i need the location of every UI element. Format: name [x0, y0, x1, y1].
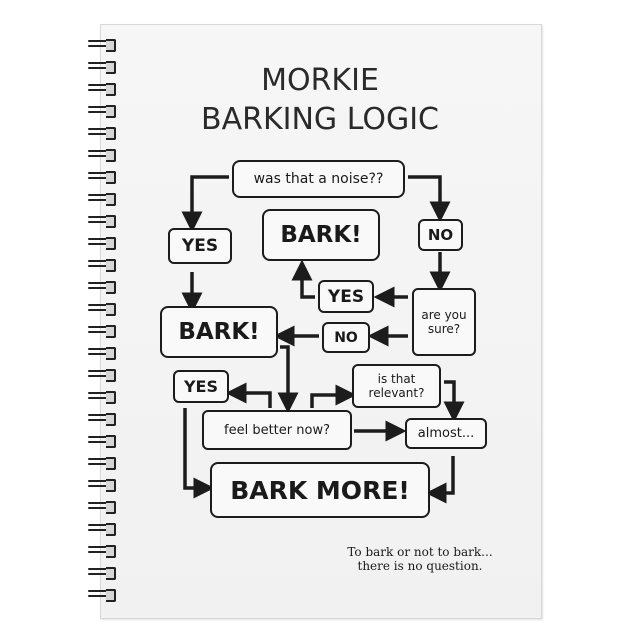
yes-top-box: YES: [168, 228, 232, 264]
coil-icon: [88, 82, 118, 96]
almost-box: almost...: [405, 418, 487, 449]
coil-icon: [88, 126, 118, 140]
coil-icon: [88, 148, 118, 162]
feel-better-box: feel better now?: [202, 410, 352, 450]
coil-icon: [88, 258, 118, 272]
coil-icon: [88, 236, 118, 250]
coil-icon: [88, 104, 118, 118]
coil-icon: [88, 478, 118, 492]
title-line-1: MORKIE: [261, 63, 379, 98]
no-sure-box: NO: [322, 322, 370, 353]
coil-icon: [88, 522, 118, 536]
yes-bottom-box: YES: [173, 370, 229, 403]
coil-icon: [88, 192, 118, 206]
footer-line-1: To bark or not to bark...: [347, 545, 493, 559]
coil-icon: [88, 434, 118, 448]
coil-icon: [88, 214, 118, 228]
bark-top-box: BARK!: [262, 209, 380, 261]
coil-icon: [88, 302, 118, 316]
bark-more-box: BARK MORE!: [210, 462, 430, 518]
coil-icon: [88, 412, 118, 426]
coil-icon: [88, 170, 118, 184]
coil-icon: [88, 588, 118, 602]
coil-icon: [88, 38, 118, 52]
is-that-relevant-box: is that relevant?: [352, 364, 441, 408]
footer-quote: To bark or not to bark... there is no qu…: [300, 545, 540, 573]
coil-icon: [88, 60, 118, 74]
coil-icon: [88, 566, 118, 580]
coil-icon: [88, 324, 118, 338]
footer-line-2: there is no question.: [357, 559, 483, 573]
coil-icon: [88, 500, 118, 514]
coil-icon: [88, 368, 118, 382]
coil-icon: [88, 280, 118, 294]
start-question-box: was that a noise??: [232, 160, 405, 198]
coil-icon: [88, 346, 118, 360]
no-top-box: NO: [418, 219, 463, 251]
title-line-2: BARKING LOGIC: [201, 102, 439, 137]
coil-icon: [88, 456, 118, 470]
bark-left-box: BARK!: [160, 306, 278, 358]
are-you-sure-box: are you sure?: [412, 288, 476, 356]
coil-icon: [88, 544, 118, 558]
coil-icon: [88, 390, 118, 404]
yes-sure-box: YES: [318, 280, 374, 313]
